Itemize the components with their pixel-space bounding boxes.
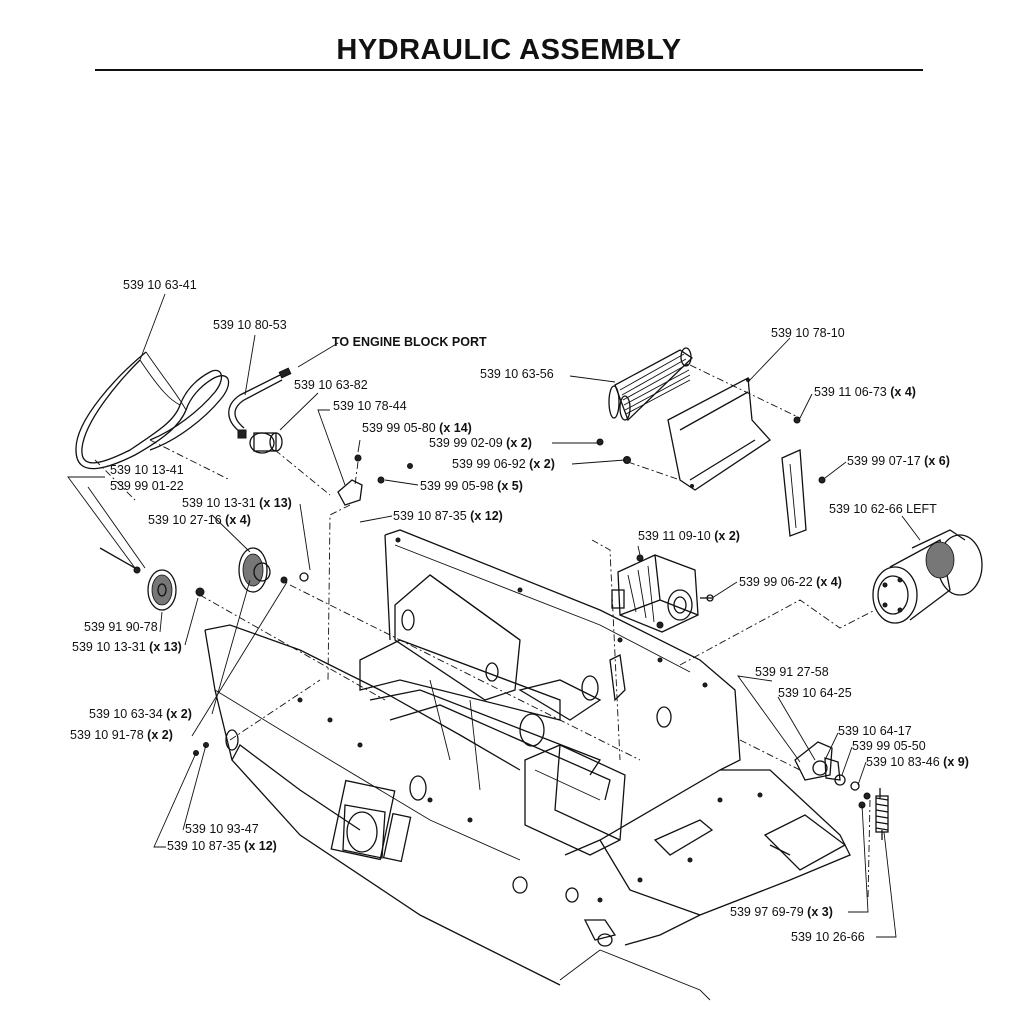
part-label: 539 10 64-25 <box>778 686 852 700</box>
cooler-bracket <box>596 376 801 491</box>
part-label: 539 99 07-17 (x 6) <box>847 454 950 468</box>
drive-belt <box>75 351 230 470</box>
idler-arm-assembly <box>739 739 871 809</box>
part-label: 539 10 26-66 <box>791 930 865 944</box>
part-label: 539 99 01-22 <box>110 479 184 493</box>
part-label: 539 10 93-47 <box>185 822 259 836</box>
oil-cooler <box>608 347 801 481</box>
part-label: 539 10 91-78 (x 2) <box>70 728 173 742</box>
part-label: 539 10 63-82 <box>294 378 368 392</box>
chassis-frame <box>204 529 851 1001</box>
part-label: 539 10 63-41 <box>123 278 197 292</box>
part-label: 539 99 06-92 (x 2) <box>452 457 555 471</box>
part-label: 539 97 69-79 (x 3) <box>730 905 833 919</box>
page-title: HYDRAULIC ASSEMBLY <box>336 34 682 66</box>
hydraulic-pump <box>591 539 714 761</box>
part-label: 539 11 06-73 (x 4) <box>814 385 916 399</box>
part-label: 539 91 90-78 <box>84 620 158 634</box>
fuel-hose <box>228 367 292 439</box>
part-labels: 539 10 63-41 539 10 80-53 TO ENGINE BLOC… <box>70 278 969 944</box>
part-label: 539 10 13-31 (x 13) <box>72 640 182 654</box>
part-label: 539 99 02-09 (x 2) <box>429 436 532 450</box>
part-label: 539 10 78-44 <box>333 399 407 413</box>
part-label: 539 10 78-10 <box>771 326 845 340</box>
part-label: 539 99 05-50 <box>852 739 926 753</box>
part-label: 539 10 27-16 (x 4) <box>148 513 251 527</box>
mount-bracket <box>327 454 413 681</box>
part-label: 539 10 13-31 (x 13) <box>182 496 292 510</box>
part-label: 539 10 62-66 LEFT <box>829 502 937 516</box>
tension-spring <box>875 788 889 840</box>
part-label: 539 10 64-17 <box>838 724 912 738</box>
title-underline <box>95 69 923 71</box>
part-label: 539 99 05-80 (x 14) <box>362 421 472 435</box>
part-label: 539 10 13-41 <box>110 463 184 477</box>
pump-pulley <box>238 547 309 593</box>
part-label: 539 99 05-98 (x 5) <box>420 479 523 493</box>
vertical-support <box>781 449 826 537</box>
idler-pulley <box>99 547 205 611</box>
part-label: 539 10 87-35 (x 12) <box>393 509 503 523</box>
part-label: TO ENGINE BLOCK PORT <box>332 335 487 349</box>
leader-lines <box>67 293 921 938</box>
part-label: 539 91 27-58 <box>755 665 829 679</box>
wheel-motor <box>679 529 983 666</box>
part-label: 539 10 63-56 <box>480 367 554 381</box>
part-label: 539 10 87-35 (x 12) <box>167 839 277 853</box>
part-label: 539 10 63-34 (x 2) <box>89 707 192 721</box>
part-label: 539 11 09-10 (x 2) <box>638 529 740 543</box>
pulley-hub <box>249 432 331 496</box>
part-label: 539 99 06-22 (x 4) <box>739 575 842 589</box>
part-label: 539 10 83-46 (x 9) <box>866 755 969 769</box>
part-label: 539 10 80-53 <box>213 318 287 332</box>
